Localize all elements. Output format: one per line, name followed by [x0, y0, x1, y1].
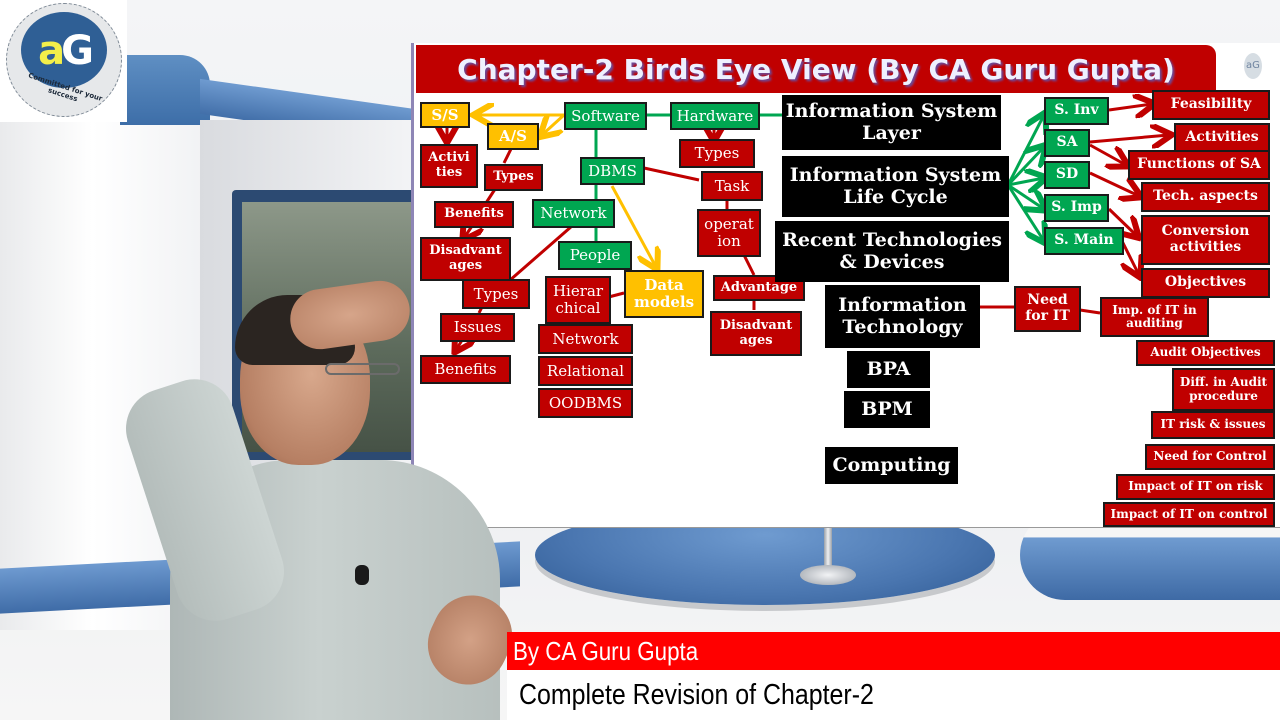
mind-map: S/S A/S Software Hardware Activi ties Ty…	[414, 43, 1280, 527]
pillar-blue-band	[120, 55, 210, 125]
node-advantage: Advantage	[713, 275, 805, 301]
lower-third-presenter: By CA Guru Gupta	[507, 632, 1280, 670]
slide: Chapter-2 Birds Eye View (By CA Guru Gup…	[411, 43, 1280, 527]
node-need-control: Need for Control	[1145, 444, 1275, 470]
node-as: A/S	[487, 123, 539, 150]
presenter-glasses	[325, 363, 400, 375]
node-sa: SA	[1044, 129, 1090, 157]
node-s-main: S. Main	[1044, 227, 1124, 255]
topic-title: Complete Revision of Chapter-2	[519, 679, 874, 711]
node-audit-objectives: Audit Objectives	[1136, 340, 1275, 366]
lower-third-topic: Complete Revision of Chapter-2	[507, 670, 1280, 720]
table-foot	[800, 565, 856, 585]
node-hierarchical: Hierar chical	[545, 276, 611, 324]
node-operation: operat ion	[697, 209, 761, 257]
logo-letter-g: G	[61, 28, 94, 74]
node-conversion: Conversion activities	[1141, 215, 1270, 265]
channel-logo: aG Committed for your success	[0, 0, 127, 122]
node-hardware: Hardware	[670, 102, 760, 130]
node-functions-sa: Functions of SA	[1128, 150, 1270, 180]
node-data-models: Data models	[624, 270, 704, 318]
presenter-name: By CA Guru Gupta	[513, 636, 699, 666]
node-dbms: DBMS	[580, 157, 645, 185]
node-activities-left: Activi ties	[420, 144, 478, 188]
node-benefits-1: Benefits	[434, 201, 514, 228]
node-computing: Computing	[825, 447, 958, 484]
table-stand	[824, 520, 832, 580]
node-info-tech: Information Technology	[825, 285, 980, 348]
node-relational: Relational	[538, 356, 633, 386]
node-issues: Issues	[440, 313, 515, 342]
presenter	[115, 276, 526, 720]
node-impact-control: Impact of IT on control	[1103, 502, 1275, 527]
node-s-imp: S. Imp	[1044, 194, 1109, 222]
presenter-hand	[286, 276, 414, 354]
node-diff-audit: Diff. in Audit procedure	[1172, 368, 1275, 411]
node-network-model: Network	[538, 324, 633, 354]
node-types-network: Types	[462, 279, 530, 309]
node-oodbms: OODBMS	[538, 388, 633, 418]
slide-title: Chapter-2 Birds Eye View (By CA Guru Gup…	[416, 45, 1216, 93]
node-is-layer: Information System Layer	[782, 95, 1001, 150]
node-types-as: Types	[484, 164, 543, 191]
node-sd: SD	[1044, 161, 1090, 189]
node-objectives: Objectives	[1141, 268, 1270, 298]
node-types-hw: Types	[679, 139, 755, 168]
node-s-inv: S. Inv	[1044, 97, 1109, 125]
node-feasibility: Feasibility	[1152, 90, 1270, 120]
node-bpm: BPM	[844, 391, 930, 428]
node-impact-risk: Impact of IT on risk	[1116, 474, 1275, 500]
node-task: Task	[701, 171, 763, 201]
node-imp-it-auditing: Imp. of IT in auditing	[1100, 297, 1209, 337]
node-recent-tech: Recent Technologies & Devices	[775, 221, 1009, 282]
logo-core	[21, 12, 107, 88]
logo-glyph: aG	[28, 26, 100, 76]
node-ss: S/S	[420, 102, 470, 128]
node-is-life-cycle: Information System Life Cycle	[782, 156, 1009, 217]
node-bpa: BPA	[847, 351, 930, 388]
lapel-mic-icon	[355, 565, 369, 585]
node-disadvantages-2: Disadvant ages	[710, 311, 802, 356]
node-software: Software	[564, 102, 647, 130]
slide-mini-logo: aG	[1244, 53, 1262, 79]
node-people: People	[558, 241, 632, 270]
node-disadvantages-1: Disadvant ages	[420, 237, 511, 281]
node-it-risk: IT risk & issues	[1151, 411, 1275, 439]
node-network-green: Network	[532, 199, 615, 228]
node-need-for-it: Need for IT	[1014, 286, 1081, 332]
node-benefits-2: Benefits	[420, 355, 511, 384]
node-activities-right: Activities	[1174, 123, 1270, 153]
logo-letter-a: a	[38, 28, 65, 74]
node-tech-aspects: Tech. aspects	[1141, 182, 1270, 212]
